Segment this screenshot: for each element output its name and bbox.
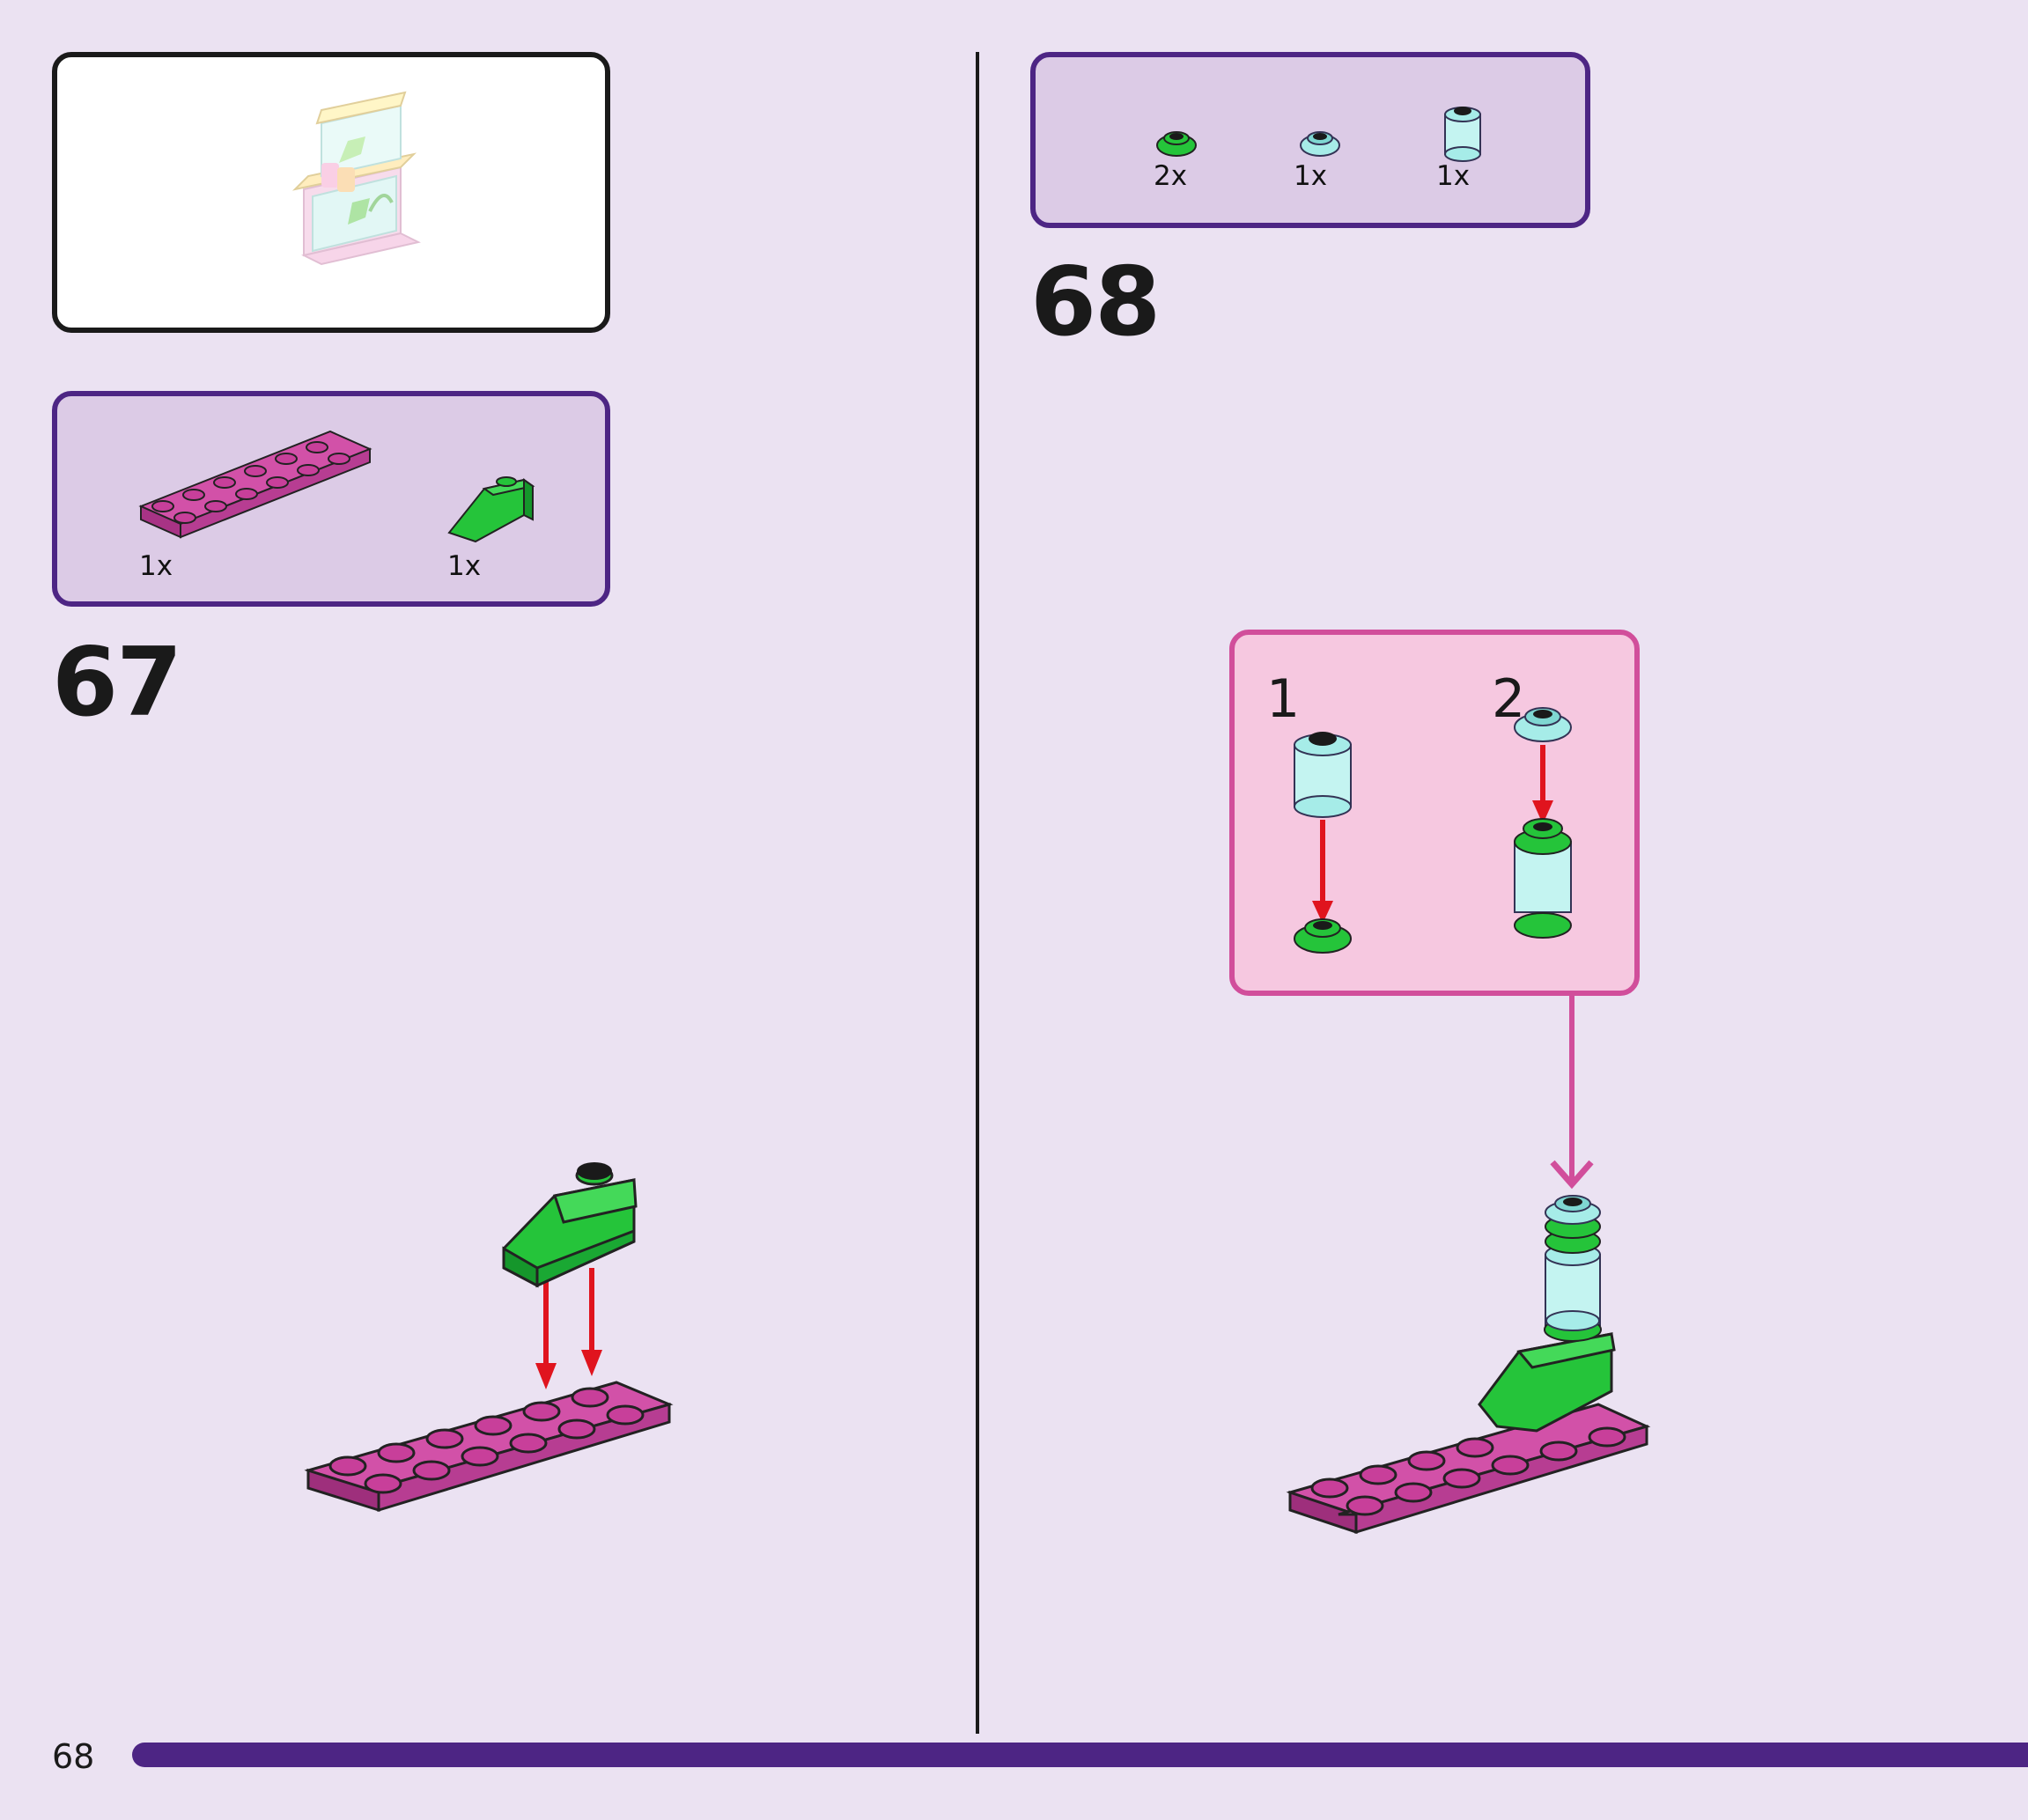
step-number-67: 67 [52, 628, 182, 738]
part-qty-trans-round-brick: 1x [1436, 160, 1471, 192]
parts-list-step-68: 2x 1x 1x [1030, 52, 1590, 228]
step-number-68: 68 [1030, 247, 1161, 357]
page-number: 68 [52, 1737, 95, 1776]
part-qty-green-slope: 1x [447, 550, 482, 582]
trans-round-brick-part [1444, 107, 1481, 162]
footer-bar [132, 1743, 2028, 1767]
substep-number-1: 1 [1266, 668, 1301, 730]
step-68-assembly [1286, 1195, 1651, 1535]
step-67-assembly [304, 1162, 674, 1513]
trans-round-plate-part [1300, 131, 1340, 157]
callout-connector-arrow [1550, 995, 1594, 1190]
substep-1-illustration [1294, 732, 1352, 954]
model-preview-image [291, 91, 421, 266]
page-divider [976, 52, 979, 1734]
magenta-plate-2x6-part [138, 430, 372, 539]
substep-number-2: 2 [1492, 668, 1526, 730]
green-round-plate-part [1156, 131, 1197, 157]
part-qty-trans-round-plate: 1x [1294, 160, 1328, 192]
green-slope-part [447, 476, 535, 543]
model-preview-panel [52, 52, 610, 333]
substep-2-illustration [1514, 707, 1572, 939]
sub-assembly-callout: 1 2 [1229, 630, 1640, 996]
part-qty-magenta-plate: 1x [139, 550, 173, 582]
part-qty-green-round-plate: 2x [1154, 160, 1188, 192]
parts-list-step-67: 1x 1x [52, 391, 610, 607]
